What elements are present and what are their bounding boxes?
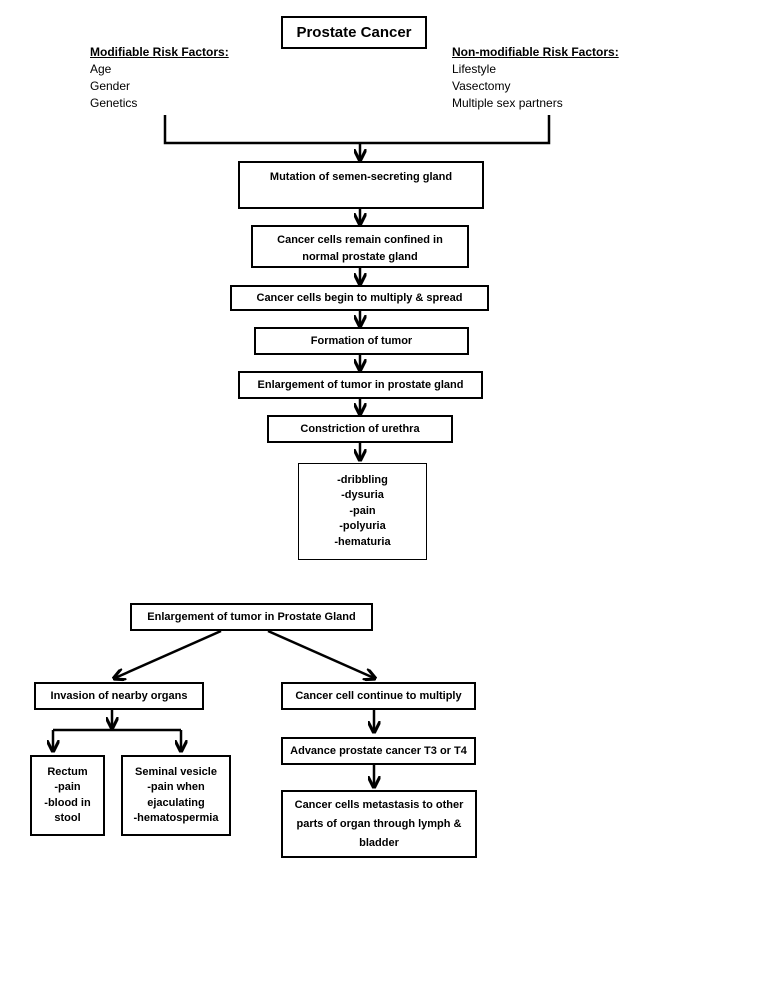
modifiable-item: Age [90, 62, 112, 76]
advance-cancer-box: Advance prostate cancer T3 or T4 [281, 737, 476, 765]
symptom-item: -polyuria [339, 520, 386, 533]
arrow-to-invasion [115, 629, 222, 678]
page-title: Prostate Cancer [281, 16, 427, 49]
metastasis-line: parts of organ through lymph & [296, 817, 462, 830]
confined-line: Cancer cells remain confined in [277, 234, 443, 246]
metastasis-line: bladder [359, 836, 399, 849]
multiply-box: Cancer cells begin to multiply & spread [230, 285, 489, 311]
risk-bracket [163, 115, 551, 145]
seminal-line: Seminal vesicle [135, 765, 217, 778]
seminal-line: -pain when [147, 781, 205, 793]
symptom-item: -pain [349, 504, 376, 517]
rectum-line: Rectum [47, 765, 88, 778]
symptom-item: -hematuria [334, 535, 391, 548]
rectum-line: stool [54, 812, 81, 824]
invasion-box: Invasion of nearby organs [34, 682, 204, 710]
enlargement-prostate-box: Enlargement of tumor in Prostate Gland [130, 603, 373, 631]
non-modifiable-item: Multiple sex partners [452, 96, 563, 110]
modifiable-item: Genetics [90, 96, 138, 110]
tumor-formation-box: Formation of tumor [254, 327, 469, 355]
non-modifiable-item: Vasectomy [452, 79, 511, 93]
rectum-box: Rectum -pain -blood in stool [30, 755, 105, 836]
arrow-to-continue [267, 629, 374, 678]
seminal-line: -hematospermia [133, 812, 219, 824]
mutation-box: Mutation of semen-secreting gland [238, 161, 484, 209]
symptoms-box: -dribbling -dysuria -pain -polyuria -hem… [298, 463, 427, 560]
rectum-line: -pain [54, 781, 81, 793]
modifiable-item: Gender [90, 79, 131, 93]
modifiable-heading: Modifiable Risk Factors: [90, 45, 229, 59]
modifiable-risk-factors: Modifiable Risk Factors: Age Gender Gene… [90, 44, 229, 112]
non-modifiable-item: Lifestyle [452, 62, 497, 76]
confined-line: normal prostate gland [302, 251, 418, 263]
continue-multiply-box: Cancer cell continue to multiply [281, 682, 476, 710]
metastasis-line: Cancer cells metastasis to other [294, 798, 464, 811]
constriction-box: Constriction of urethra [267, 415, 453, 443]
metastasis-box: Cancer cells metastasis to other parts o… [281, 790, 477, 858]
seminal-line: ejaculating [147, 796, 205, 809]
non-modifiable-risk-factors: Non-modifiable Risk Factors: Lifestyle V… [452, 44, 619, 112]
symptom-item: -dribbling [337, 473, 388, 486]
confined-box: Cancer cells remain confined in normal p… [251, 225, 469, 268]
symptom-item: -dysuria [341, 489, 384, 502]
rectum-line: -blood in [44, 796, 91, 809]
non-modifiable-heading: Non-modifiable Risk Factors: [452, 45, 619, 59]
seminal-vesicle-box: Seminal vesicle -pain when ejaculating -… [121, 755, 231, 836]
enlargement-box: Enlargement of tumor in prostate gland [238, 371, 483, 399]
